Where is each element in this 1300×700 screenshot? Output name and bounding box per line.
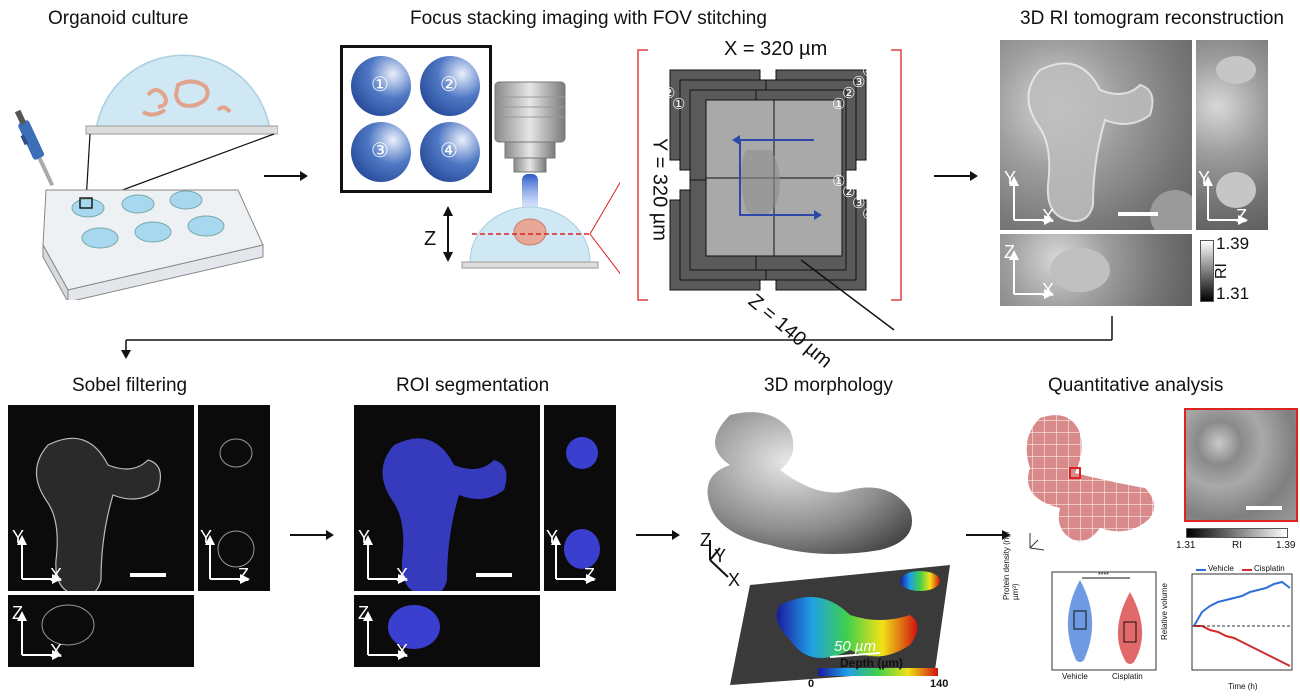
violin-group-cisplatin: Cisplatin: [1112, 672, 1143, 681]
row-connector-arrow: [121, 316, 1113, 359]
axis-z-label: Z: [12, 603, 23, 623]
zoom-inset: [1184, 408, 1298, 522]
axis-x-label: X: [1042, 206, 1055, 226]
axis-z-label: Z: [584, 565, 595, 585]
svg-text:****: ****: [1098, 572, 1109, 579]
axis-x-label: X: [50, 565, 63, 585]
depth-max: 140: [930, 678, 949, 690]
axis-z-label: Z: [1236, 206, 1247, 226]
axis-y-label: Y: [1004, 168, 1017, 188]
axis-x-label: X: [50, 641, 63, 661]
four-well-panel: ① ② ③ ④: [340, 45, 492, 193]
violin-plot: ****: [1051, 571, 1157, 671]
axis-z-label: Z: [1004, 242, 1015, 262]
title-organoid-culture: Organoid culture: [48, 8, 189, 29]
roi-yz-panel: Y Z: [544, 405, 616, 591]
ri-yz-panel: Y Z: [1196, 40, 1268, 230]
well-label-4: ④: [440, 140, 458, 162]
axis-y-label: Y: [1198, 168, 1211, 188]
scale-bar: [130, 573, 166, 577]
ri-xz-panel: Z X: [1000, 234, 1192, 306]
legend-cisplatin: Cisplatin: [1254, 564, 1285, 573]
axis-x-label: X: [1042, 280, 1055, 300]
arrow-culture-to-imaging: [264, 171, 308, 181]
axis-z-label: Z: [238, 565, 249, 585]
violin-group-vehicle: Vehicle: [1062, 672, 1088, 681]
morphology-3d: [707, 412, 950, 685]
scale-bar-label: 50 µm: [834, 638, 876, 655]
title-morphology: 3D morphology: [764, 375, 893, 396]
culture-illustration: [14, 54, 278, 300]
title-focus-stacking: Focus stacking imaging with FOV stitchin…: [410, 8, 767, 29]
well-label-3: ③: [371, 140, 389, 162]
arrow-roi-to-morphology: [636, 530, 680, 540]
sobel-xy-panel: Y X: [8, 405, 194, 591]
sobel-yz-panel: Y Z: [198, 405, 270, 591]
scale-bar: [1118, 212, 1158, 216]
microscope-illustration: [443, 81, 620, 275]
well-label-2: ②: [440, 74, 458, 96]
depth-label: Depth (µm): [840, 656, 903, 670]
sobel-xz-panel: Z X: [8, 595, 194, 667]
axis-x-label: X: [396, 641, 409, 661]
ri-colorbar: [1200, 240, 1214, 302]
timecourse-xlabel: Time (h): [1228, 682, 1258, 691]
violin-ylabel: Protein density (ng/µm³): [1002, 531, 1020, 600]
axis-x-label: X: [396, 565, 409, 585]
ri-colorbar-min: 1.31: [1216, 284, 1250, 303]
axis-y-label: Y: [714, 546, 727, 566]
roi-xz-panel: Z X: [354, 595, 540, 667]
axis-y-label: Y: [12, 527, 25, 547]
stack-numbers-tr: ④ ③ ② ①: [832, 63, 876, 113]
title-sobel: Sobel filtering: [72, 375, 188, 396]
depth-min: 0: [808, 678, 815, 690]
arrow-morphology-to-quant: [966, 530, 1010, 540]
axis-z-label: Z: [700, 530, 711, 550]
fov-stitching-diagram: [637, 49, 902, 331]
axis-x-label: X: [728, 570, 741, 590]
scale-bar: [476, 573, 512, 577]
title-roi: ROI segmentation: [396, 375, 550, 396]
well-label-1: ①: [371, 74, 389, 96]
grid-organoid: [1026, 415, 1154, 551]
quant-ri-max: 1.39: [1276, 540, 1296, 551]
quant-ri-colorbar: [1186, 528, 1288, 538]
title-quant: Quantitative analysis: [1048, 375, 1224, 396]
axis-y-label: Y: [358, 527, 371, 547]
stack-numbers-br: ① ② ③ ④: [832, 173, 876, 223]
scale-bar: [1246, 506, 1282, 510]
ri-colorbar-label: RI: [1213, 263, 1230, 279]
x-dimension-label: X = 320 µm: [724, 38, 828, 60]
stack-numbers-tl: ④ ③ ② ①: [642, 63, 686, 113]
timecourse-plot: [1191, 569, 1293, 671]
arrow-sobel-to-roi: [290, 530, 334, 540]
quant-ri-min: 1.31: [1176, 540, 1196, 551]
z-axis-label: Z: [424, 228, 437, 250]
quant-ri-label: RI: [1232, 540, 1242, 551]
arrow-imaging-to-ri: [934, 171, 978, 181]
axis-y-label: Y: [546, 527, 559, 547]
legend-vehicle: Vehicle: [1208, 564, 1234, 573]
roi-xy-panel: Y X: [354, 405, 540, 591]
timecourse-ylabel: Relative volume: [1160, 583, 1169, 640]
ri-colorbar-max: 1.39: [1216, 234, 1250, 253]
stack-numbers-bl: ① ② ③ ④: [642, 173, 686, 223]
title-ri-reconstruction: 3D RI tomogram reconstruction: [1020, 8, 1284, 29]
y-dimension-label: Y = 320 µm: [648, 138, 671, 241]
axis-y-label: Y: [200, 527, 213, 547]
depth-colorbar: [818, 668, 938, 676]
axis-z-label: Z: [358, 603, 369, 623]
ri-xy-panel: Y X: [1000, 40, 1192, 230]
